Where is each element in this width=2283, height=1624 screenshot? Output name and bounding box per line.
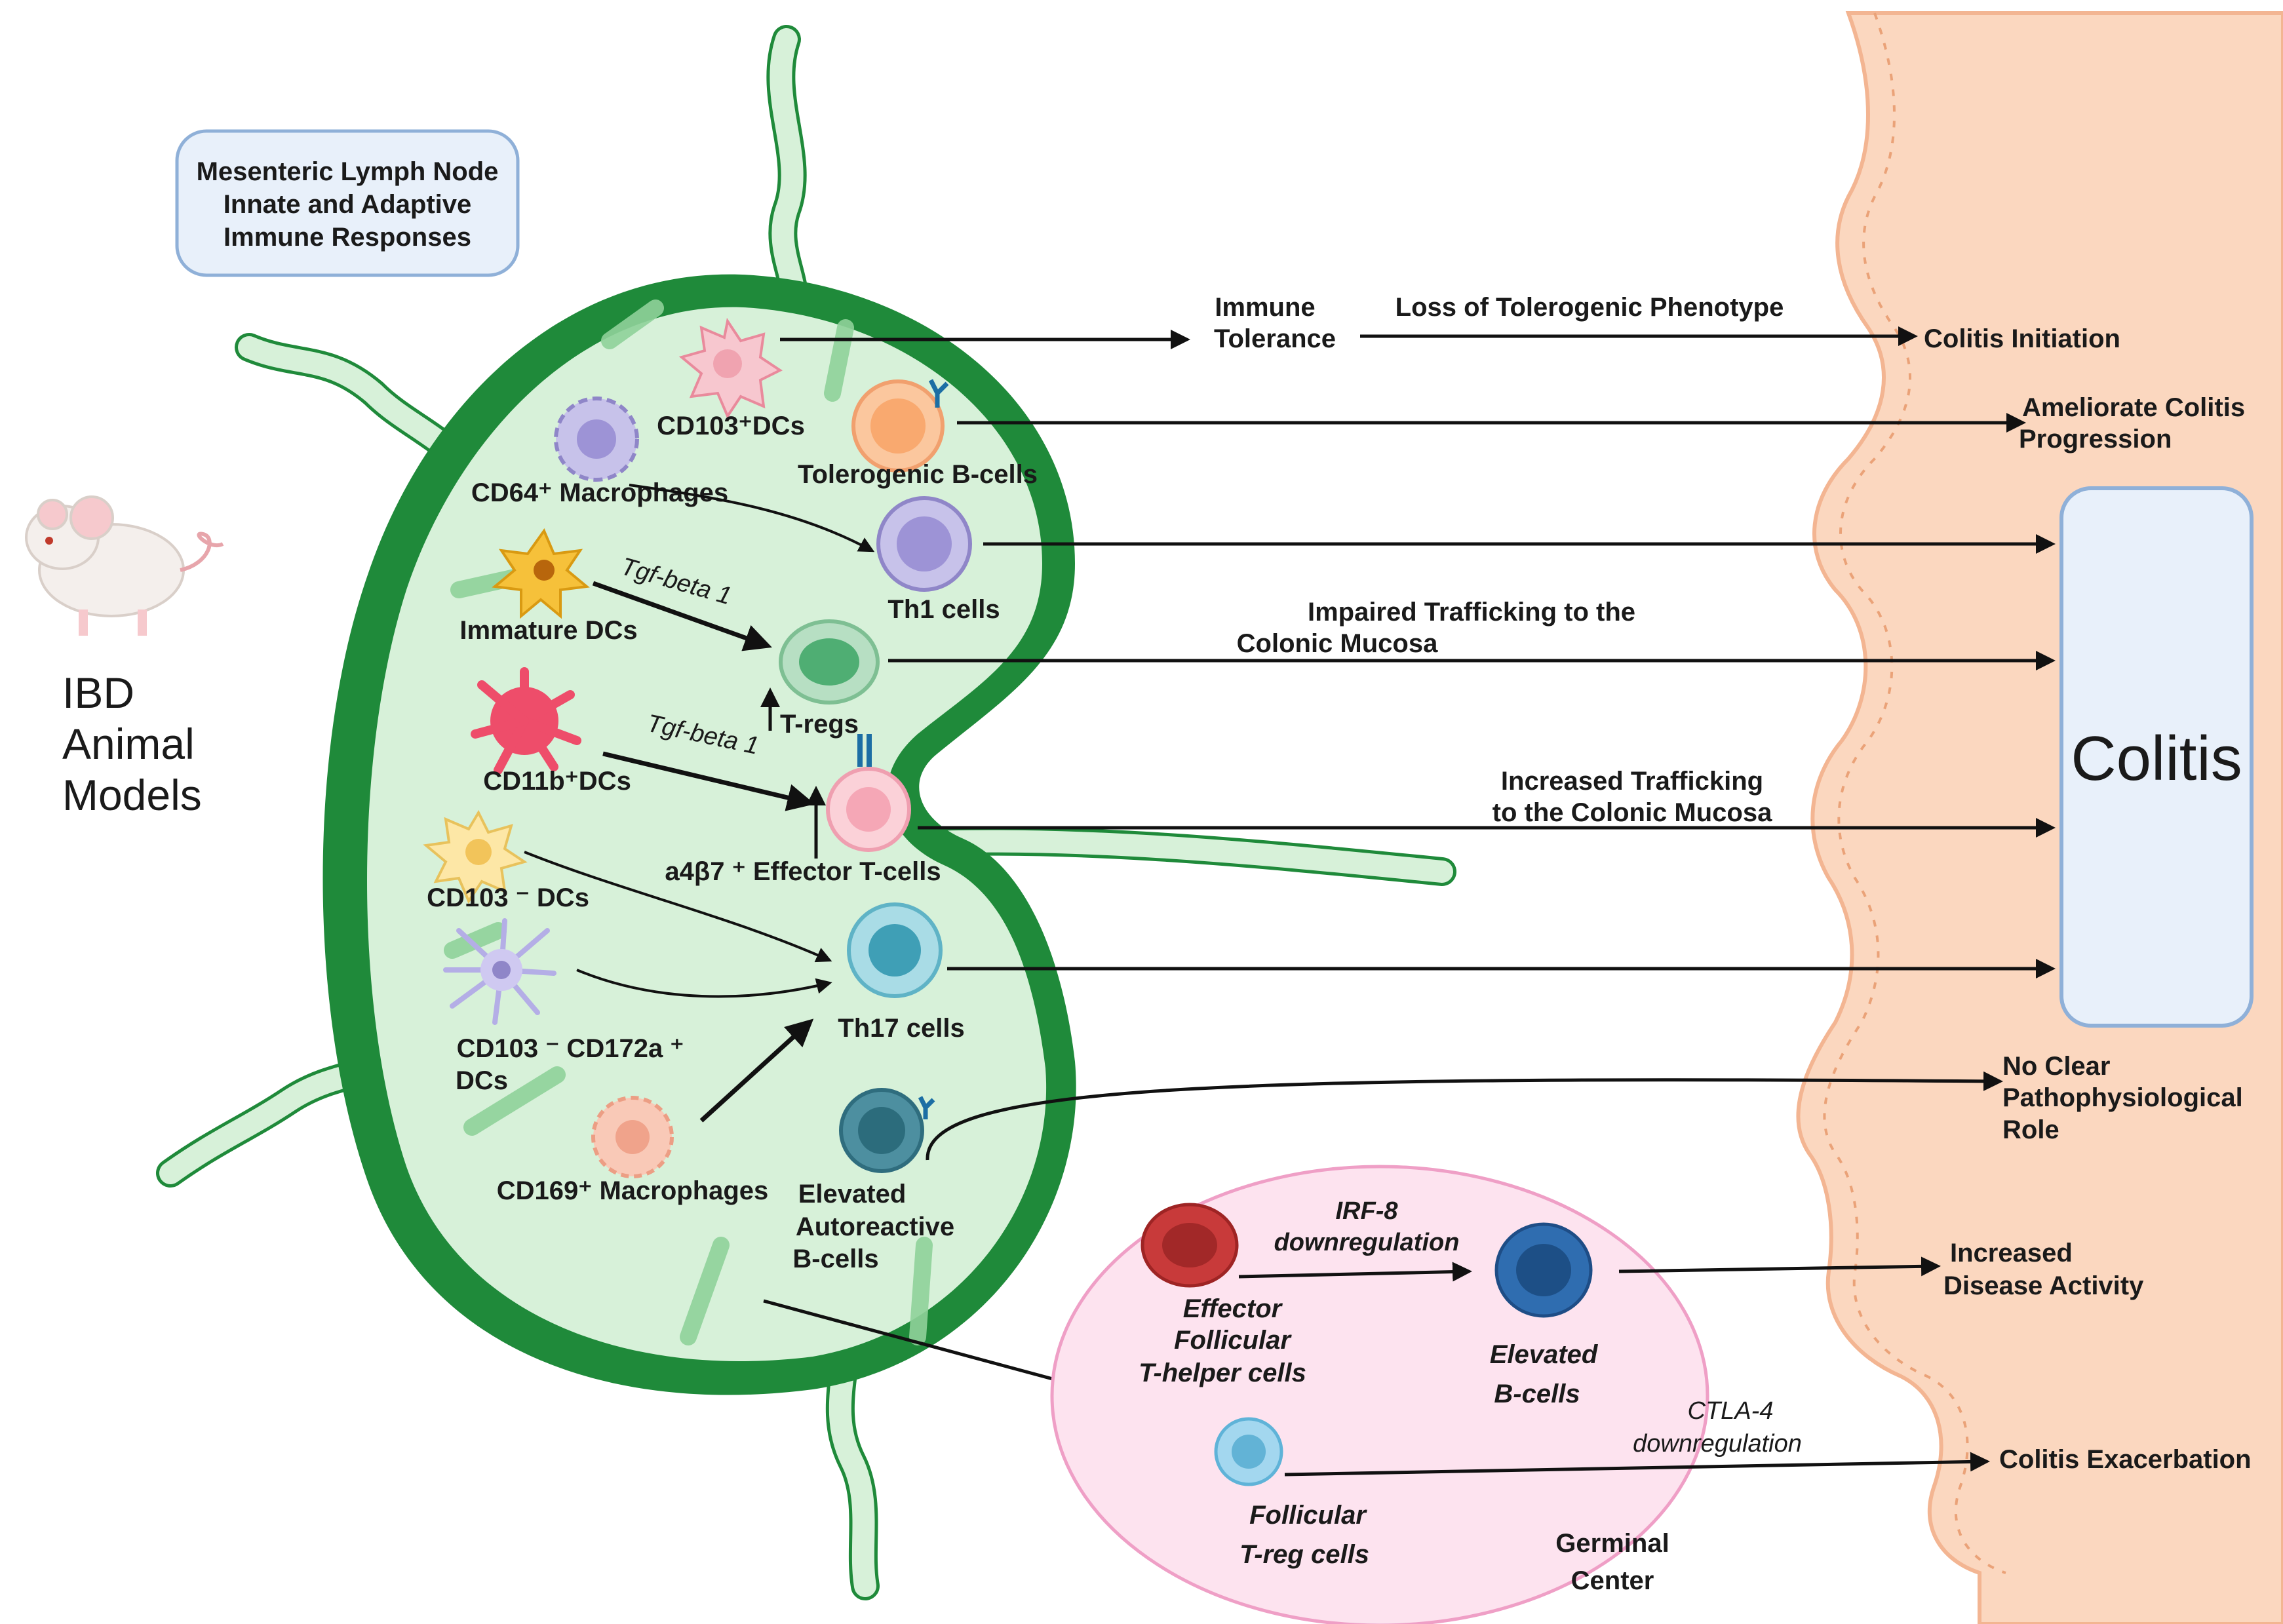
no-clear-label-2: Pathophysiological: [2002, 1083, 2243, 1112]
cd11b-dcs-label: CD11b⁺DCs: [483, 767, 631, 796]
ameliorate-label-2: Progression: [2019, 425, 2172, 454]
germinal-center: IRF-8 downregulation Effector Follicular…: [1050, 1165, 1990, 1624]
autoreactive-b-label-1: Elevated: [798, 1180, 907, 1208]
immune-tolerance-label-2: Tolerance: [1214, 324, 1336, 353]
th17-cell-icon: [847, 902, 943, 998]
effector-tfh-label-3: T-helper cells: [1139, 1359, 1306, 1387]
autoreactive-b-label-2: Autoreactive: [796, 1212, 954, 1241]
increased-disease-label-2: Disease Activity: [1943, 1271, 2144, 1300]
follicular-treg-label-2: T-reg cells: [1239, 1540, 1369, 1569]
elevated-b-label-2: B-cells: [1494, 1380, 1580, 1408]
cd64-macrophage-icon: [554, 396, 639, 482]
colitis-box: Colitis: [2059, 486, 2254, 1028]
title-line-2: Innate and Adaptive: [224, 190, 472, 219]
cd103-dc-icon: [678, 317, 783, 419]
immature-dc-icon: [492, 528, 590, 619]
increased-disease-label-1: Increased: [1950, 1239, 2073, 1267]
germinal-center-label-1: Germinal: [1555, 1529, 1669, 1558]
impaired-trafficking-label-2: Colonic Mucosa: [1237, 629, 1438, 658]
arrow-immature-to-treg: [592, 581, 772, 651]
effector-tfh-label-1: Effector: [1183, 1294, 1283, 1323]
th1-cell-icon: [876, 496, 972, 592]
title-box: Mesenteric Lymph Node Innate and Adaptiv…: [175, 129, 520, 277]
immune-tolerance-label-1: Immune: [1215, 293, 1315, 322]
outgoing-arrows: [763, 326, 2056, 1391]
tolerogenic-b-cell-icon: [851, 379, 945, 473]
th1-cells-label: Th1 cells: [888, 595, 1000, 624]
cd103-neg-dcs-label: CD103 ⁻ DCs: [427, 883, 589, 912]
cd103-cd172a-label-1: CD103 ⁻ CD172a ⁺: [457, 1034, 684, 1063]
animal-label-line-2: Animal: [62, 720, 195, 768]
elevated-b-cell-icon: [1494, 1222, 1593, 1318]
cd169-macrophage-icon: [591, 1096, 674, 1178]
arrow-cd11b-to-effector: [602, 751, 815, 811]
irf8-label-1: IRF-8: [1336, 1197, 1399, 1225]
colitis-exacerbation-label: Colitis Exacerbation: [1999, 1445, 2252, 1474]
effector-t-cell-icon: [826, 734, 911, 852]
th17-cells-label: Th17 cells: [838, 1014, 964, 1043]
arrow-to-increased-disease: [1618, 1256, 1941, 1277]
effector-tfh-label-2: Follicular: [1174, 1326, 1292, 1355]
colitis-box-label: Colitis: [2071, 724, 2242, 794]
arrow-cd64-to-th1: [629, 484, 875, 552]
t-reg-icon: [779, 619, 880, 705]
arrow-to-colitis-exacerbation: [1284, 1452, 1990, 1477]
effector-tfh-cell-icon: [1141, 1203, 1239, 1288]
follicular-treg-icon: [1214, 1417, 1283, 1486]
cd169-macrophages-label: CD169⁺ Macrophages: [497, 1176, 769, 1205]
arrow-to-no-clear-role: [926, 1071, 2003, 1161]
germinal-center-label-2: Center: [1571, 1566, 1654, 1595]
ctla4-label-1: CTLA-4: [1688, 1397, 1774, 1425]
arrow-tfh-to-b-cells: [1238, 1262, 1472, 1282]
cd103-dcs-label: CD103⁺DCs: [657, 412, 805, 440]
ctla4-label-2: downregulation: [1633, 1430, 1802, 1458]
cd64-macrophages-label: CD64⁺ Macrophages: [471, 478, 728, 507]
effector-t-cells-label: a4β7 ⁺ Effector T-cells: [665, 857, 941, 886]
autoreactive-b-cell-icon: [839, 1088, 935, 1173]
t-regs-label: T-regs: [780, 710, 859, 739]
loss-tolerogenic-label: Loss of Tolerogenic Phenotype: [1395, 293, 1784, 322]
no-clear-label-3: Role: [2002, 1115, 2059, 1144]
immature-dcs-label: Immature DCs: [459, 616, 637, 645]
no-clear-label-1: No Clear: [2002, 1052, 2111, 1081]
mouse-icon: [25, 495, 224, 636]
cd11b-dc-icon: [471, 667, 581, 775]
elevated-b-label-1: Elevated: [1490, 1340, 1599, 1369]
increased-trafficking-label-2: to the Colonic Mucosa: [1493, 798, 1772, 827]
cd103-cd172a-label-2: DCs: [456, 1066, 508, 1095]
line-to-germinal-center: [763, 1299, 1092, 1391]
title-line-3: Immune Responses: [224, 223, 471, 252]
animal-label-line-1: IBD: [62, 668, 134, 717]
receptor-icon: [928, 379, 949, 408]
irf8-label-2: downregulation: [1274, 1229, 1460, 1256]
animal-label-line-3: Models: [62, 771, 202, 819]
tolerogenic-b-cells-label: Tolerogenic B-cells: [798, 460, 1038, 489]
autoreactive-b-label-3: B-cells: [792, 1245, 878, 1273]
arrow-cd103neg-to-th17: [524, 851, 832, 963]
colitis-initiation-label: Colitis Initiation: [1924, 324, 2120, 353]
arrow-cd169-to-th17: [699, 1018, 814, 1123]
cd103-cd172a-dc-icon: [443, 918, 556, 1025]
internal-arrows: [524, 484, 875, 1123]
ameliorate-label-1: Ameliorate Colitis: [2022, 393, 2245, 422]
increased-trafficking-label-1: Increased Trafficking: [1501, 767, 1763, 796]
follicular-treg-label-1: Follicular: [1249, 1501, 1367, 1530]
title-line-1: Mesenteric Lymph Node: [197, 157, 499, 186]
impaired-trafficking-label-1: Impaired Trafficking to the: [1308, 598, 1635, 627]
cd103-neg-dc-icon: [423, 809, 528, 904]
arrow-cd172a-to-th17: [576, 969, 832, 998]
